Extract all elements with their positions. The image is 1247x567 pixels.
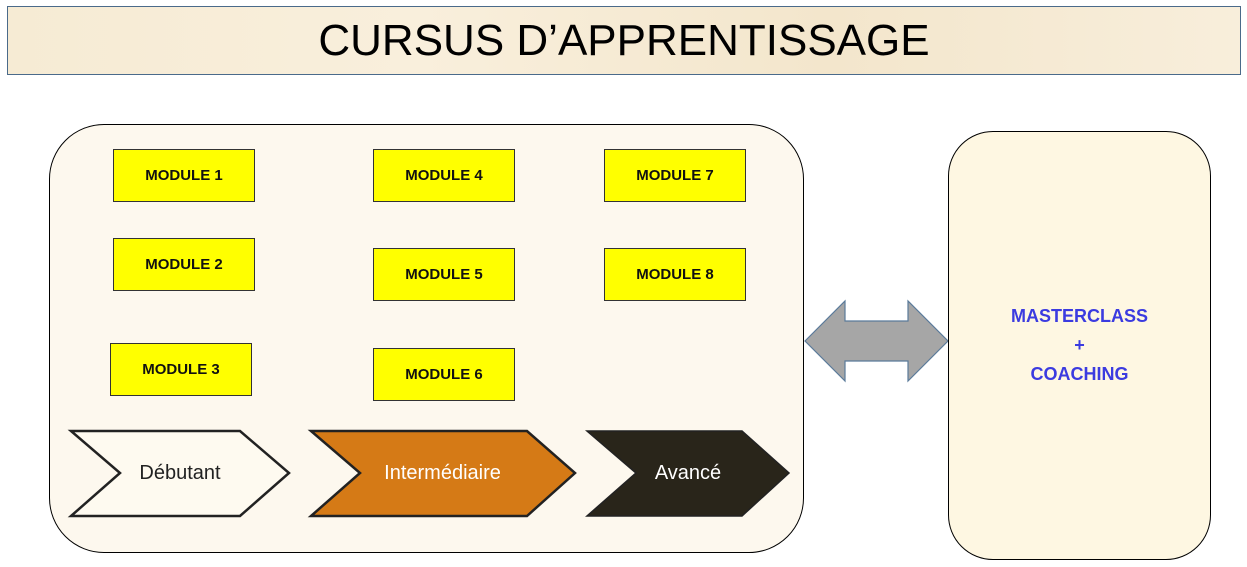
chevron-avance bbox=[584, 430, 791, 517]
double-arrow-icon bbox=[804, 299, 949, 383]
plus-label: + bbox=[1074, 335, 1085, 355]
module-6: MODULE 6 bbox=[373, 348, 515, 401]
masterclass-label: MASTERCLASS bbox=[1010, 306, 1148, 326]
coaching-label: COACHING bbox=[1030, 364, 1129, 384]
level-avance-label: Avancé bbox=[654, 462, 722, 484]
masterclass-coaching-box: MASTERCLASS + COACHING bbox=[948, 131, 1211, 560]
module-2: MODULE 2 bbox=[113, 238, 255, 291]
chevron-debutant bbox=[67, 429, 291, 518]
level-intermediaire-label: Intermédiaire bbox=[384, 462, 501, 484]
module-1: MODULE 1 bbox=[113, 149, 255, 202]
module-7: MODULE 7 bbox=[604, 149, 746, 202]
level-debutant-label: Débutant bbox=[139, 462, 221, 484]
chevron-intermediaire bbox=[307, 429, 577, 518]
module-4: MODULE 4 bbox=[373, 149, 515, 202]
module-5: MODULE 5 bbox=[373, 248, 515, 301]
page-title: CURSUS D’APPRENTISSAGE bbox=[7, 6, 1241, 75]
module-3: MODULE 3 bbox=[110, 343, 252, 396]
module-8: MODULE 8 bbox=[604, 248, 746, 301]
